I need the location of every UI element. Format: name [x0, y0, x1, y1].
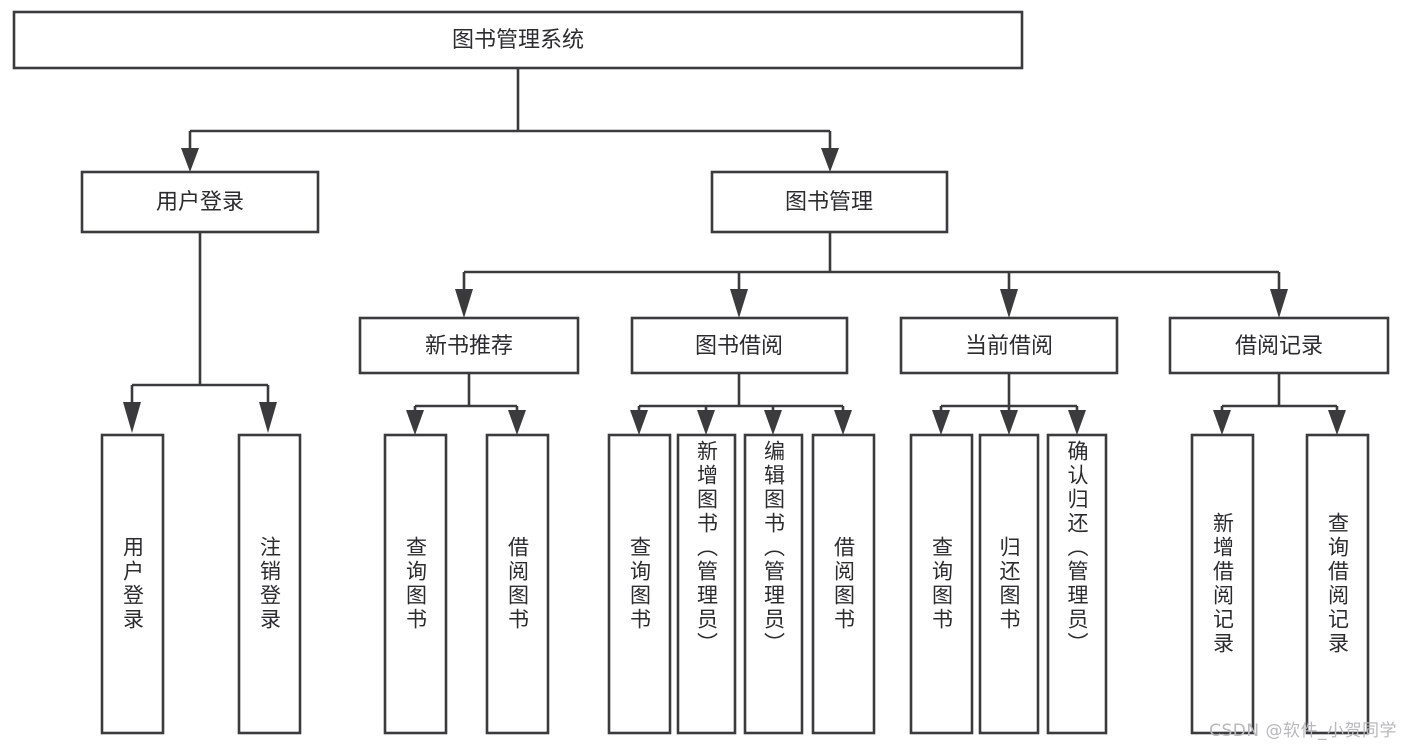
node-leaf-query-book-2-box[interactable]	[607, 433, 672, 735]
arrowhead-leaf-query-book-3	[932, 410, 950, 435]
node-borrow-record-label: 借阅记录	[1235, 334, 1323, 359]
arrowhead-leaf-query-book-1	[406, 410, 424, 435]
arrowhead-leaf-user-login	[123, 402, 141, 433]
node-leaf-add-record-box[interactable]	[1190, 433, 1255, 735]
arrowhead-book-manage	[821, 148, 839, 172]
node-new-book-recommend-label: 新书推荐	[425, 334, 513, 359]
arrowhead-current-borrow	[1000, 289, 1018, 318]
arrowhead-leaf-edit-book	[764, 410, 782, 435]
node-leaf-query-book-3-box[interactable]	[909, 433, 974, 735]
node-leaf-query-book-1-box[interactable]	[383, 433, 448, 735]
node-book-borrow-label: 图书借阅	[695, 334, 783, 359]
node-leaf-edit-book-box[interactable]	[743, 433, 804, 735]
node-root-box[interactable]	[12, 10, 1024, 70]
node-user-login-box[interactable]	[80, 170, 320, 234]
arrowhead-new-book-recommend	[455, 289, 473, 318]
arrowhead-leaf-confirm-return	[1068, 410, 1086, 435]
node-book-manage-label: 图书管理	[785, 190, 873, 215]
node-leaf-borrow-book-1-box[interactable]	[485, 433, 550, 735]
node-book-borrow-box[interactable]	[630, 316, 849, 375]
node-leaf-add-book-box[interactable]	[676, 433, 737, 735]
node-user-login-label: 用户登录	[156, 190, 244, 215]
watermark-text: CSDN @软件_小贺同学	[1209, 721, 1397, 741]
node-leaf-borrow-book-2-box[interactable]	[811, 433, 876, 735]
node-new-book-recommend-box[interactable]	[358, 316, 580, 375]
node-leaf-confirm-return-box[interactable]	[1046, 433, 1108, 735]
edges-group	[123, 68, 1346, 435]
arrowhead-leaf-query-book-2	[630, 410, 648, 435]
arrowhead-leaf-borrow-book-2	[834, 410, 852, 435]
arrowhead-leaf-return-book	[1000, 410, 1018, 435]
arrowhead-leaf-borrow-book-1	[508, 410, 526, 435]
node-book-manage-box[interactable]	[710, 170, 949, 234]
arrowhead-leaf-add-record	[1213, 410, 1231, 435]
arrowhead-leaf-add-book	[697, 410, 715, 435]
arrowhead-leaf-query-record	[1328, 410, 1346, 435]
arrowhead-user-login	[181, 148, 199, 172]
arrowhead-book-borrow	[730, 289, 748, 318]
node-root-label: 图书管理系统	[452, 28, 584, 53]
node-leaf-return-book-box[interactable]	[978, 433, 1040, 735]
node-leaf-user-login-box[interactable]	[100, 433, 165, 735]
nodes-group: 图书管理系统 用户登录 图书管理 新书推荐 图书借阅 当前借阅 借阅记录	[12, 10, 1390, 735]
node-borrow-record-box[interactable]	[1168, 316, 1390, 375]
node-leaf-logout-login-box[interactable]	[237, 433, 302, 735]
arrowhead-leaf-logout-login	[259, 402, 277, 433]
arrowhead-borrow-record	[1270, 289, 1288, 318]
node-current-borrow-label: 当前借阅	[965, 334, 1053, 359]
node-current-borrow-box[interactable]	[899, 316, 1119, 375]
node-leaf-query-record-box[interactable]	[1305, 433, 1370, 735]
